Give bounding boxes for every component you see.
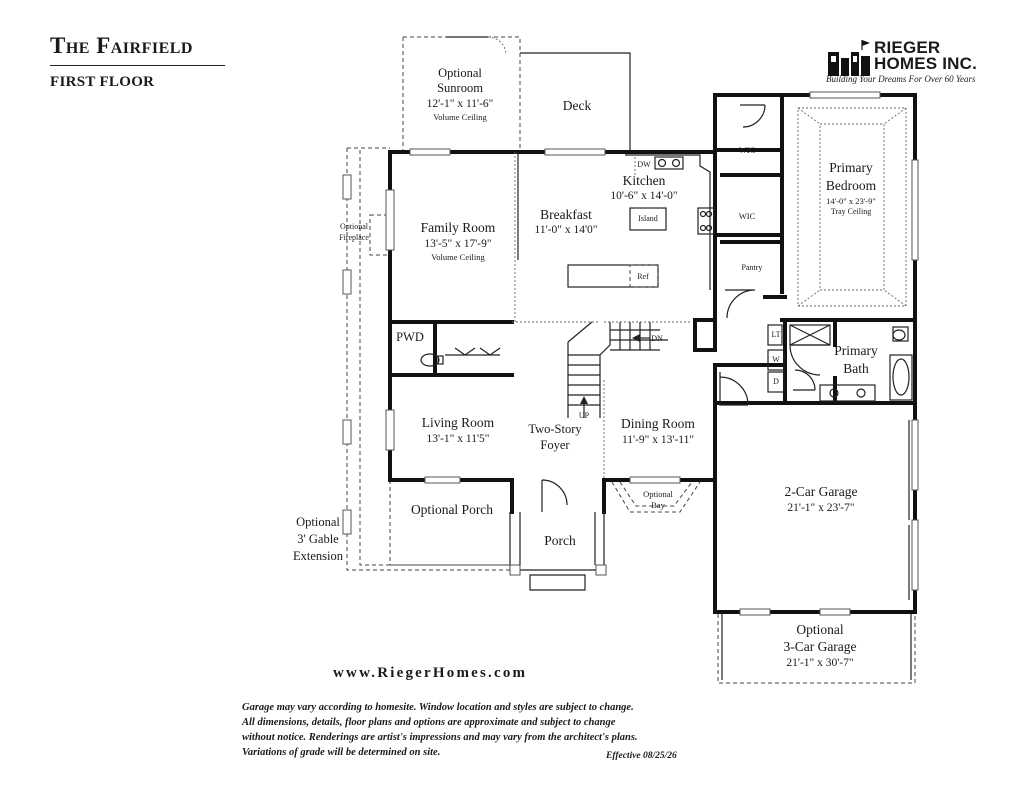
deck-label: Deck (563, 98, 592, 113)
disclaimer-line: without notice. Renderings are artist's … (242, 732, 638, 743)
gable-extension-line2: 3' Gable (297, 532, 339, 546)
title-block: The Fairfield FIRST FLOOR (50, 33, 225, 91)
garage-details (717, 420, 916, 684)
disclaimer-line: Garage may vary according to homesite. W… (242, 702, 634, 713)
disclaimer-line: Variations of grade will be determined o… (242, 747, 441, 758)
disclaimer-line: All dimensions, details, floor plans and… (242, 717, 616, 728)
stairs-down-label: DN (651, 334, 663, 343)
website-link[interactable]: www.RiegerHomes.com (333, 665, 528, 681)
dishwasher-label: DW (637, 160, 651, 169)
fireplace-label-line2: Fireplace (339, 233, 369, 242)
gable-extension-line3: Extension (293, 549, 344, 563)
brand-tagline: Building Your Dreams For Over 60 Years (826, 74, 976, 84)
porch-label: Porch (544, 533, 576, 548)
staircase (567, 321, 668, 418)
bath-fixtures (767, 324, 913, 402)
optional-bay (611, 481, 701, 513)
disclaimer: Garage may vary according to homesite. W… (242, 700, 712, 760)
windows (385, 91, 919, 616)
foyer-label-line1: Two-Story (528, 422, 582, 436)
rieger-homes-logo: RIEGER HOMES INC. Building Your Dreams F… (826, 18, 996, 88)
fireplace-label-line1: Optional (340, 222, 369, 231)
primary-bedroom-label-line2: Bedroom (826, 178, 877, 193)
interior-walls (388, 93, 917, 405)
breakfast-dims: 11'-0" x 14'0" (535, 224, 598, 236)
pantry-label: Pantry (742, 263, 763, 272)
optional-porch-label: Optional Porch (411, 502, 493, 517)
powder-room-label: PWD (396, 330, 424, 344)
dryer-label: D (773, 377, 779, 386)
sunroom-note: Volume Ceiling (433, 112, 487, 122)
refrigerator-label: Ref (637, 272, 649, 281)
linen-label: LT (771, 330, 780, 339)
wic-1-label: WIC (739, 145, 756, 155)
living-room-label: Living Room (422, 415, 495, 430)
sunroom-label-line1: Optional (438, 66, 482, 80)
room-divisions (512, 152, 690, 480)
optional-garage-line2: 3-Car Garage (783, 639, 856, 654)
tray-ceiling (797, 107, 907, 307)
gable-extension-line1: Optional (296, 515, 340, 529)
kitchen-dims: 10'-6" x 14'-0" (610, 190, 677, 202)
plan-title: The Fairfield (50, 33, 193, 58)
garage-dims: 21'-1" x 23'-7" (787, 502, 854, 514)
kitchen-fixtures (567, 154, 715, 290)
brand-name-line2: HOMES INC. (874, 54, 978, 73)
stairs-up-label: UP (579, 411, 590, 420)
family-room-dims: 13'-5" x 17'-9" (424, 238, 491, 250)
brand-name-line1: RIEGER (874, 38, 941, 57)
garage-label: 2-Car Garage (784, 484, 857, 499)
living-room-dims: 13'-1" x 11'5" (427, 433, 490, 445)
powder-room-fixtures (420, 347, 501, 367)
front-porch (509, 512, 607, 591)
dining-room-dims: 11'-9" x 13'-11" (622, 434, 694, 446)
doors (541, 104, 830, 512)
kitchen-label: Kitchen (623, 173, 666, 188)
optional-porch-outline (389, 480, 510, 566)
optional-bay-line1: Optional (643, 489, 673, 499)
breakfast-label: Breakfast (540, 207, 592, 222)
washer-label: W (772, 355, 780, 364)
primary-bath-label-line2: Bath (843, 361, 869, 376)
brand-mark-icon (828, 40, 870, 76)
primary-bath-label-line1: Primary (834, 343, 878, 358)
optional-sunroom-outline (402, 36, 521, 150)
primary-bedroom-dims: 14'-0" x 23'-9" (826, 196, 876, 206)
primary-bedroom-note: Tray Ceiling (831, 207, 871, 216)
effective-date: Effective 08/25/26 (606, 751, 677, 761)
island-label: Island (638, 214, 658, 223)
sunroom-dims: 12'-1" x 11'-6" (427, 98, 494, 110)
deck-outline (520, 52, 631, 150)
dining-room-label: Dining Room (621, 416, 695, 431)
title-divider (50, 65, 225, 66)
optional-bay-line2: Bay (651, 500, 665, 510)
primary-bedroom-label-line1: Primary (829, 160, 873, 175)
family-room-label: Family Room (421, 220, 496, 235)
family-room-note: Volume Ceiling (431, 252, 485, 262)
optional-garage-line1: Optional (796, 622, 843, 637)
floor-label: FIRST FLOOR (50, 74, 155, 90)
wic-2-label: WIC (739, 211, 756, 221)
foyer-label-line2: Foyer (540, 438, 570, 452)
gable-extension-outline (342, 147, 510, 571)
optional-garage-dims: 21'-1" x 30'-7" (786, 657, 853, 669)
sunroom-label-line2: Sunroom (437, 81, 483, 95)
